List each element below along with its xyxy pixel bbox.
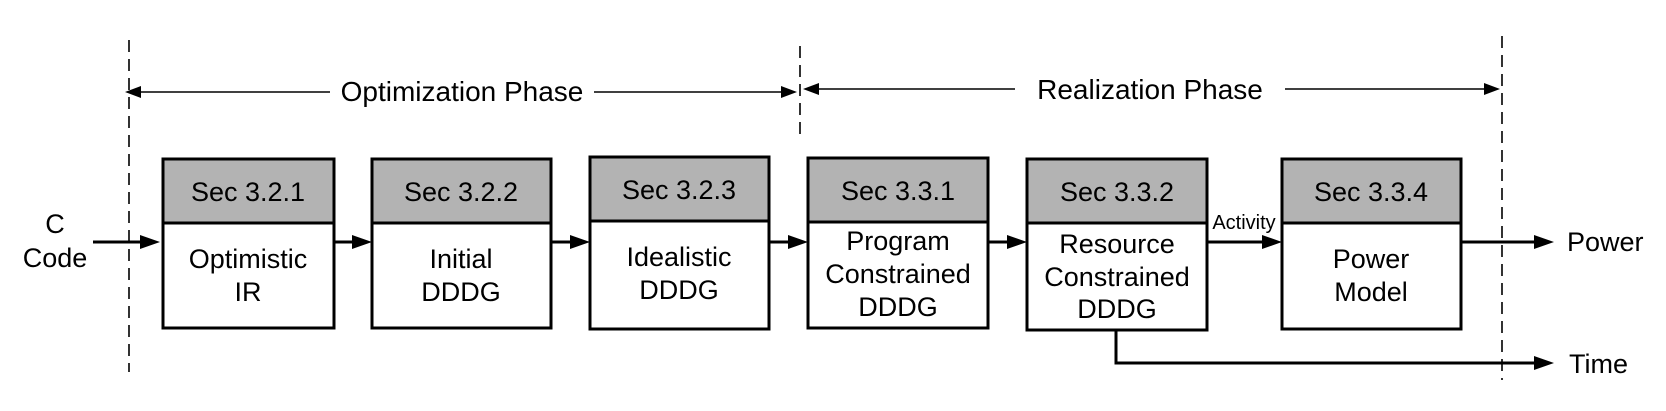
stage-body-line: Resource xyxy=(1059,229,1175,259)
stage-box-optimistic-ir: Sec 3.2.1 Optimistic IR xyxy=(161,157,336,330)
stage-body-line: Initial xyxy=(429,244,492,274)
stage-box-idealistic-dddg: Sec 3.2.3 Idealistic DDDG xyxy=(588,155,771,331)
optimization-phase-left-arrowhead xyxy=(125,86,141,98)
stage-header xyxy=(1025,157,1209,225)
stage-body-line: Idealistic xyxy=(626,242,731,272)
input-label-line2: Code xyxy=(23,243,88,273)
activity-label: Activity xyxy=(1212,212,1275,234)
realization-phase-label: Realization Phase xyxy=(1037,74,1263,105)
realization-phase-span: Realization Phase xyxy=(803,74,1500,105)
realization-phase-right-arrowhead xyxy=(1484,83,1500,95)
stage-section-label: Sec 3.3.1 xyxy=(841,176,955,206)
activity-arrow: Activity xyxy=(1207,212,1282,249)
stage-header xyxy=(588,155,771,223)
stage-box-initial-dddg: Sec 3.2.2 Initial DDDG xyxy=(370,157,553,330)
realization-phase-left-arrowhead xyxy=(803,83,819,95)
stage-box-resource-constrained-dddg: Sec 3.3.2 Resource Constrained DDDG xyxy=(1025,157,1209,332)
stage-section-label: Sec 3.3.4 xyxy=(1314,177,1428,207)
stage-section-label: Sec 3.2.2 xyxy=(404,177,518,207)
stage-body-line: Constrained xyxy=(1044,262,1190,292)
stage-header xyxy=(370,157,553,225)
stage-section-label: Sec 3.3.2 xyxy=(1060,177,1174,207)
input-label-line1: C xyxy=(45,209,65,239)
stage-body-line: Constrained xyxy=(825,259,971,289)
stage-body-line: Program xyxy=(846,226,950,256)
stage-body-line: IR xyxy=(235,277,262,307)
stage-header xyxy=(161,157,336,225)
stage-body-line: DDDG xyxy=(858,292,938,322)
flow-arrow xyxy=(769,235,808,249)
optimization-phase-span: Optimization Phase xyxy=(125,76,797,107)
optimization-phase-label: Optimization Phase xyxy=(341,76,584,107)
stage-body-line: DDDG xyxy=(421,277,501,307)
stage-header xyxy=(806,156,990,224)
stage-body-line: DDDG xyxy=(639,275,719,305)
flow-arrow xyxy=(334,235,372,249)
time-output-label: Time xyxy=(1569,349,1628,379)
stage-body-line: DDDG xyxy=(1077,294,1157,324)
stage-body-line: Model xyxy=(1334,277,1408,307)
time-output-arrow xyxy=(1114,330,1554,370)
stage-box-program-constrained-dddg: Sec 3.3.1 Program Constrained DDDG xyxy=(806,156,990,330)
input-arrow xyxy=(93,235,160,249)
flow-arrow xyxy=(988,235,1027,249)
stage-body-line: Power xyxy=(1333,244,1410,274)
power-output-arrow xyxy=(1461,235,1554,249)
stage-box-power-model: Sec 3.3.4 Power Model xyxy=(1280,157,1463,331)
optimization-phase-right-arrowhead xyxy=(781,86,797,98)
stage-section-label: Sec 3.2.3 xyxy=(622,175,736,205)
stage-body-line: Optimistic xyxy=(189,244,308,274)
stage-section-label: Sec 3.2.1 xyxy=(191,177,305,207)
power-output-label: Power xyxy=(1567,227,1644,257)
flow-arrow xyxy=(551,235,590,249)
stage-header xyxy=(1280,157,1463,225)
